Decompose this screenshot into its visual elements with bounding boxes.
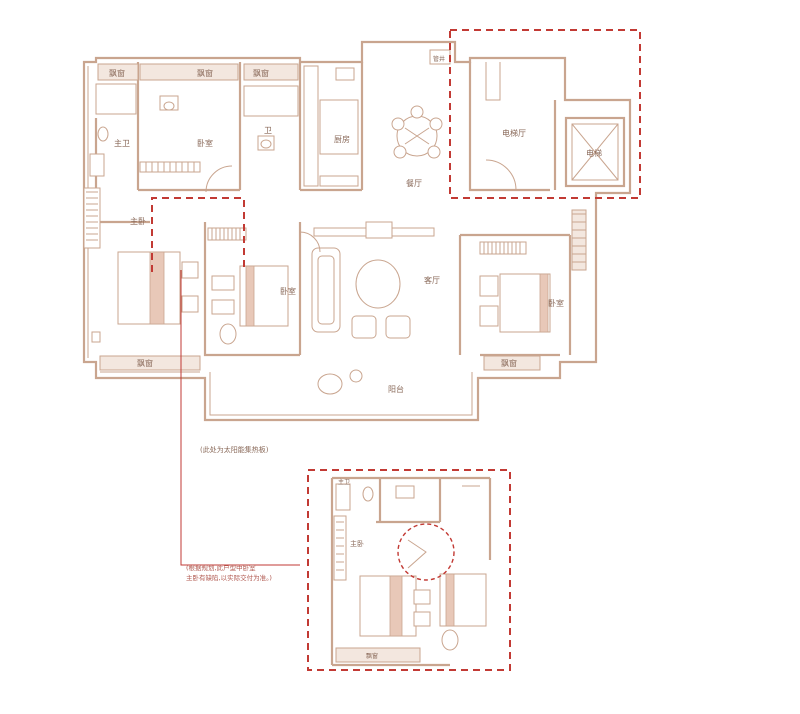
label-detail-bay: 飘窗 (366, 652, 378, 660)
label-bay-2: 飘窗 (197, 68, 213, 78)
balcony-furniture (317, 369, 363, 395)
dining-table (391, 105, 443, 159)
exterior-walls (82, 40, 632, 422)
middle-bedroom-furniture (207, 227, 289, 345)
elevator-core (485, 62, 626, 191)
detail-inset (307, 469, 511, 671)
label-bath: 卫 (264, 126, 272, 135)
label-bedroom-top: 卧室 (197, 138, 213, 148)
living-room-furniture (299, 221, 435, 339)
solar-panel-note: (此处为太阳能集热板) (200, 445, 269, 454)
label-well: 管井 (433, 55, 445, 63)
label-bedroom-mid: 卧室 (280, 286, 296, 296)
bay-windows-top (97, 63, 299, 81)
kitchen-counters (303, 65, 359, 187)
bay-window-bottom (99, 355, 201, 371)
label-bay-3: 飘窗 (253, 68, 269, 78)
label-balcony: 阳台 (388, 384, 404, 394)
right-bedroom-furniture (479, 209, 587, 333)
label-living: 客厅 (424, 275, 440, 285)
master-bedroom-furniture (83, 187, 199, 343)
detail-note-line-1: (根据规划,此户型中卧室 (186, 563, 256, 572)
room-labels: 飘窗 飘窗 飘窗 主卫 卧室 卫 厨房 餐厅 电梯厅 电梯 主卧 卧室 客厅 卧… (109, 55, 602, 660)
detail-note-line-2: 主卧有缺陷,以实际交付为准。) (186, 573, 272, 582)
label-bedroom-right: 卧室 (548, 298, 564, 308)
label-dining: 餐厅 (406, 179, 422, 188)
leader-line (180, 270, 300, 566)
bay-window-right (483, 355, 541, 371)
interior-walls (94, 62, 572, 357)
label-bay-bottom: 飘窗 (137, 358, 153, 368)
bathroom-fixtures-right (243, 85, 299, 151)
label-detail-master: 主卧 (350, 539, 364, 548)
label-bay-1: 飘窗 (109, 68, 125, 78)
bathroom-fixtures-left (89, 83, 179, 177)
wardrobe-top (139, 161, 233, 193)
master-bedroom-highlight (151, 197, 245, 272)
label-elevator-hall: 电梯厅 (502, 128, 526, 138)
label-detail-bath: 主卫 (338, 478, 350, 486)
label-master: 主卧 (130, 216, 146, 226)
label-main-bath: 主卫 (114, 138, 130, 148)
label-bay-right: 飘窗 (501, 358, 517, 368)
label-elevator: 电梯 (586, 148, 602, 158)
label-kitchen: 厨房 (334, 134, 350, 144)
